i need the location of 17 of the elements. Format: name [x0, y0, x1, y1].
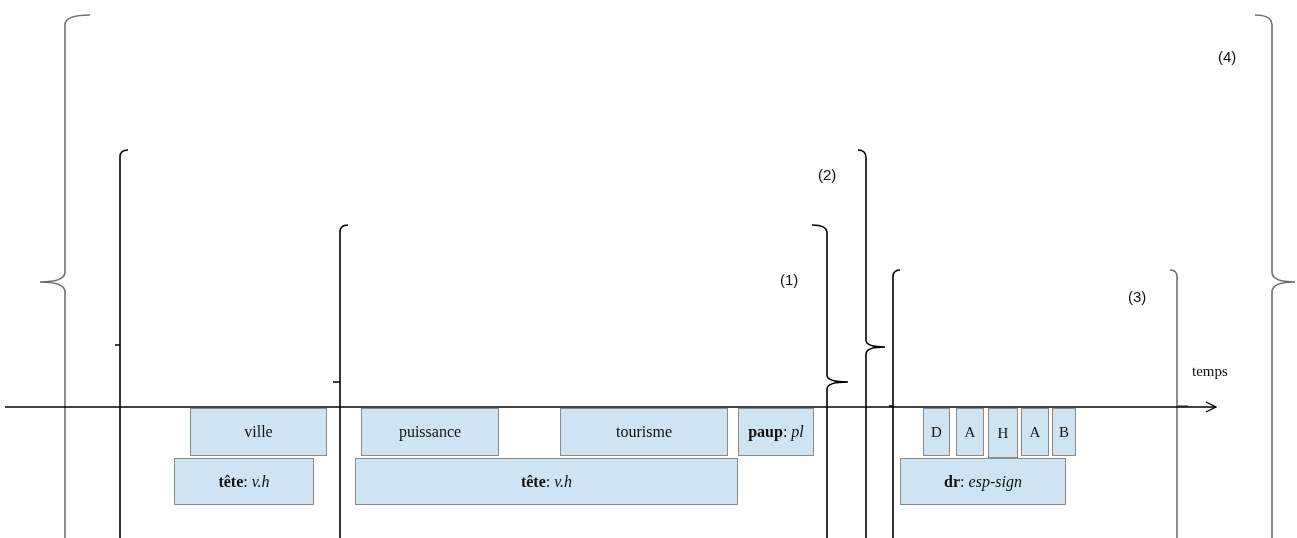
- label-box: A: [1021, 408, 1049, 456]
- label-box: ville: [190, 408, 327, 456]
- label-box: tête: v.h: [174, 458, 314, 505]
- label-box: B: [1052, 408, 1076, 456]
- label-box: tourisme: [560, 408, 728, 456]
- bracket-number: (1): [780, 271, 799, 288]
- label-box: puissance: [361, 408, 499, 456]
- label-box: tête: v.h: [355, 458, 738, 505]
- label-box: D: [923, 408, 950, 456]
- bracket-number: (2): [818, 166, 837, 183]
- bracket-number: (3): [1128, 288, 1147, 305]
- label-box: dr: esp-sign: [900, 458, 1066, 505]
- label-box: paup: pl: [738, 408, 814, 456]
- label-box: H: [988, 408, 1018, 458]
- label-box: A: [956, 408, 984, 456]
- bracket-number: (4): [1218, 48, 1237, 65]
- axis-label: temps: [1192, 363, 1228, 380]
